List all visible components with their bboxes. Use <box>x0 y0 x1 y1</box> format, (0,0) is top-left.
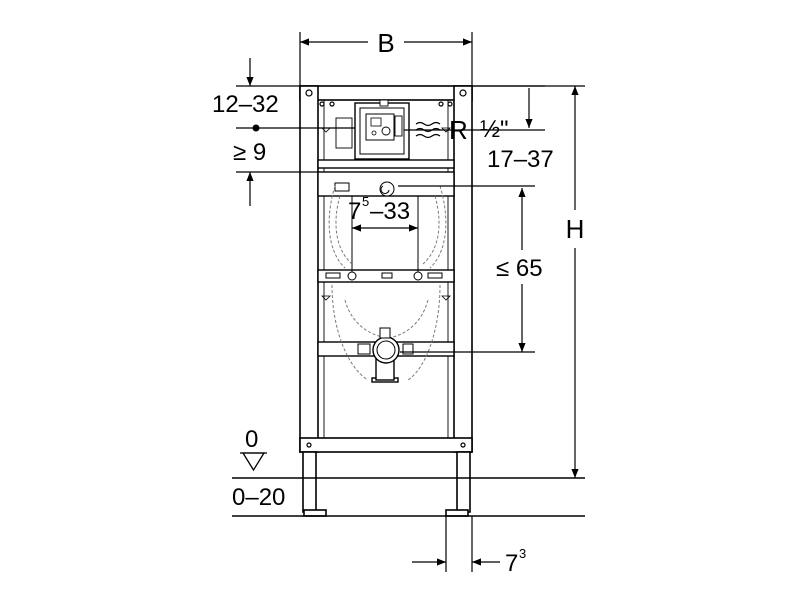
frame-right-foot-plate <box>445 509 469 517</box>
dimension-lines <box>236 32 585 572</box>
label-offset-sup: 3 <box>519 546 526 561</box>
label-spacing-end: –33 <box>370 198 410 225</box>
floor-level-triangle-icon <box>241 452 266 472</box>
water-supply-symbol <box>415 121 441 139</box>
label-top-range: 12–32 <box>212 91 279 118</box>
label-max-65: ≤ 65 <box>496 255 543 282</box>
label-spacing-base: 7 <box>348 198 361 225</box>
mounting-frame <box>299 85 473 517</box>
label-floor-range: 0–20 <box>232 484 285 511</box>
label-height-H: H <box>566 214 585 244</box>
label-spacing-range: 7 5 –33 <box>348 194 410 225</box>
flush-control-box <box>335 99 410 160</box>
label-pipe-range: 17–37 <box>487 146 554 173</box>
floor-lines <box>232 477 585 517</box>
label-offset-base: 7 <box>505 550 518 577</box>
reference-point-icon <box>252 124 260 132</box>
label-min-9: ≥ 9 <box>233 139 266 166</box>
label-thread-R: R <box>449 115 468 145</box>
frame-left-foot-plate <box>303 509 327 517</box>
middle-crossbar-details <box>334 181 395 197</box>
upper-crossbar <box>317 159 455 169</box>
frame-left-upright <box>299 85 319 453</box>
frame-right-foot <box>456 451 471 513</box>
frame-holes <box>305 89 467 448</box>
label-offset: 7 3 <box>505 546 526 577</box>
label-spacing-sup: 5 <box>362 194 369 209</box>
drain-fitting <box>357 327 414 383</box>
label-floor-zero: 0 <box>245 426 258 453</box>
frame-bottom-rail <box>299 437 473 453</box>
label-thread-size: ½" <box>480 116 509 143</box>
label-width-B: B <box>377 28 394 58</box>
frame-left-foot <box>302 451 317 513</box>
frame-top-rail <box>299 85 473 101</box>
lower-crossbar-details <box>325 196 443 281</box>
